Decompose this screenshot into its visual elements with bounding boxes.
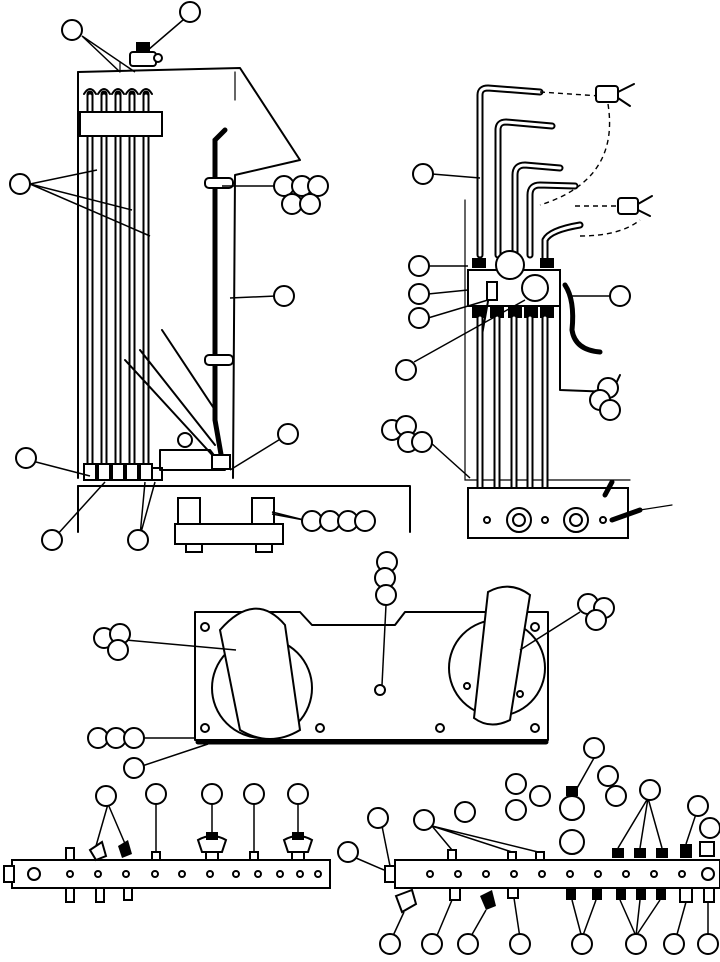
callout-bubble bbox=[95, 785, 117, 807]
callout-bubble bbox=[395, 359, 417, 381]
callout-bubble bbox=[367, 807, 389, 829]
callout-bubble bbox=[571, 933, 593, 955]
callout-bubble bbox=[625, 933, 647, 955]
callout-bubble bbox=[412, 163, 434, 185]
callout-bubble bbox=[505, 773, 527, 795]
callout-bubbles bbox=[9, 1, 720, 955]
callout-bubble bbox=[375, 584, 397, 606]
callout-bubble bbox=[107, 639, 129, 661]
callout-bubble bbox=[509, 933, 531, 955]
callout-bubble bbox=[201, 783, 223, 805]
callout-bubble bbox=[697, 933, 719, 955]
fuel-filter-and-lines-side-view bbox=[77, 42, 411, 553]
callout-bubble bbox=[307, 175, 329, 197]
callout-bubble bbox=[408, 307, 430, 329]
callout-bubble bbox=[585, 609, 607, 631]
callout-bubble bbox=[179, 1, 201, 23]
callout-bubble bbox=[609, 285, 631, 307]
manifold-block-side-view bbox=[464, 83, 673, 539]
callout-bubble bbox=[145, 783, 167, 805]
callout-bubble bbox=[687, 795, 709, 817]
callout-bubble bbox=[411, 431, 433, 453]
callout-bubble bbox=[583, 737, 605, 759]
manifold-fittings-row bbox=[472, 258, 554, 318]
callout-bubble bbox=[273, 285, 295, 307]
mounting-plate-view bbox=[194, 585, 549, 745]
callout-bubble bbox=[639, 779, 661, 801]
callout-bubble bbox=[529, 785, 551, 807]
callout-bubble bbox=[9, 173, 31, 195]
callout-bubble bbox=[408, 255, 430, 277]
callout-bubble bbox=[457, 933, 479, 955]
callout-bubble bbox=[699, 817, 720, 839]
callout-bubble bbox=[287, 783, 309, 805]
callout-bubble bbox=[127, 529, 149, 551]
right-bar-ports bbox=[426, 870, 686, 878]
callout-bubble bbox=[599, 399, 621, 421]
left-manifold-bar-view bbox=[3, 832, 331, 903]
callout-bubble bbox=[243, 783, 265, 805]
callout-bubble bbox=[15, 447, 37, 469]
callout-bubble bbox=[379, 933, 401, 955]
callout-bubble bbox=[505, 799, 527, 821]
callout-bubble bbox=[413, 809, 435, 831]
callout-bubble bbox=[408, 283, 430, 305]
callout-bubble bbox=[277, 423, 299, 445]
callout-bubble bbox=[123, 727, 145, 749]
top-fitting bbox=[119, 42, 163, 73]
callout-bubble bbox=[61, 19, 83, 41]
callout-bubble bbox=[354, 510, 376, 532]
right-manifold-bar-view bbox=[384, 786, 720, 914]
callout-bubble bbox=[123, 757, 145, 779]
callout-bubble bbox=[41, 529, 63, 551]
callout-bubble bbox=[605, 785, 627, 807]
callout-bubble bbox=[299, 193, 321, 215]
electrical-connectors bbox=[595, 83, 653, 217]
callout-bubble bbox=[421, 933, 443, 955]
bottom-fittings bbox=[83, 463, 163, 481]
callout-bubble bbox=[663, 933, 685, 955]
callout-bubble bbox=[454, 801, 476, 823]
left-bar-ports bbox=[66, 870, 322, 878]
bracket-assembly bbox=[174, 497, 284, 553]
callout-bubble bbox=[597, 765, 619, 787]
vertical-fuel-tubes bbox=[79, 88, 163, 474]
callout-bubble bbox=[337, 841, 359, 863]
